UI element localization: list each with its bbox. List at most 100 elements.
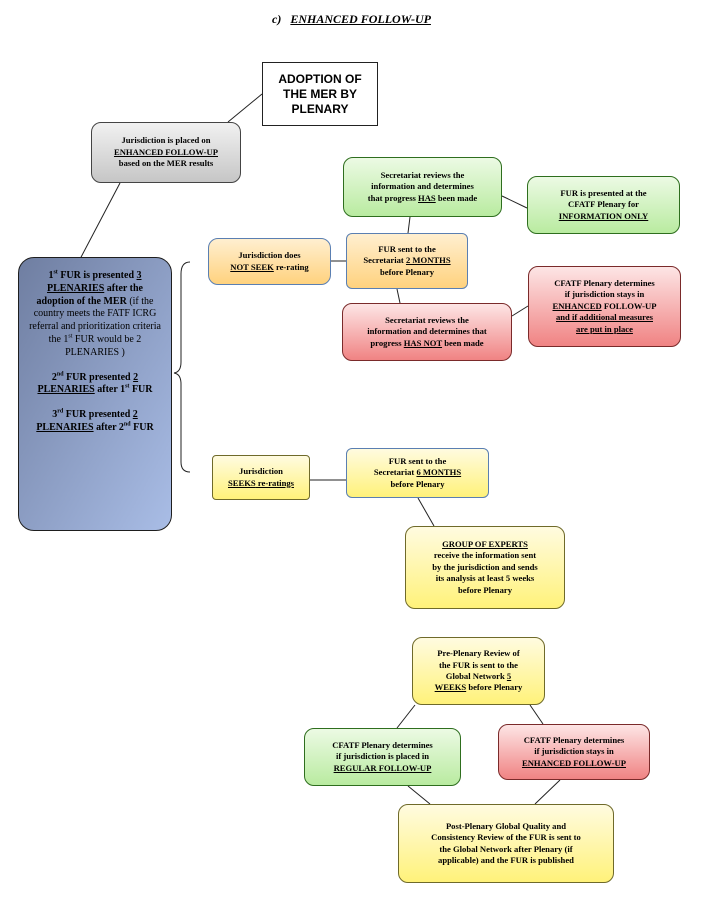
sent2-emph: 2 MONTHS — [405, 255, 451, 266]
line-has-sent2 — [407, 216, 411, 234]
progress-has-not-box: Secretariat reviews the information and … — [342, 303, 512, 361]
p2-after: after 1 — [94, 384, 126, 396]
experts-emph: GROUP OF EXPERTS — [442, 539, 528, 550]
info-emph: INFORMATION ONLY — [558, 210, 649, 221]
p1-note-end: FUR would be 2 PLENARIES ) — [65, 333, 142, 358]
line-pre-regular — [396, 704, 416, 729]
red-top-line1: CFATF Plenary determines — [554, 278, 655, 289]
p2-text: FUR presented — [63, 371, 134, 383]
line-sent2-hasnot — [396, 288, 401, 304]
p3-after: after 2 — [93, 421, 124, 433]
pre-line3a: Global Network — [445, 671, 507, 681]
p3-text: FUR presented — [63, 409, 133, 421]
line-stays-post — [534, 779, 561, 805]
has-line1: Secretariat reviews the — [380, 169, 465, 180]
pre-line2: the FUR is sent to the — [438, 659, 518, 670]
line-adoption-placed — [227, 93, 263, 123]
red-top-emph2: and if additional measures — [555, 312, 653, 323]
pre-line1: Pre-Plenary Review of — [437, 648, 520, 659]
seeks-rest: re-ratings — [255, 477, 294, 488]
line-hasnot-red — [511, 305, 529, 317]
experts-line4: its analysis at least 5 weeks — [435, 573, 535, 584]
p2-count: 2 — [133, 371, 139, 383]
information-only-box: FUR is presented at the CFATF Plenary fo… — [527, 176, 680, 234]
p2-plenaries: PLENARIES — [37, 384, 95, 396]
red-top-line2: if jurisdiction stays in — [564, 289, 645, 300]
info-line1: FUR is presented at the — [560, 187, 647, 198]
group-of-experts-box: GROUP OF EXPERTS receive the information… — [405, 526, 565, 609]
pre-line4b: before Plenary — [466, 682, 523, 693]
regular-line1: CFATF Plenary determines — [332, 739, 433, 750]
has-line3a: that progress — [367, 192, 419, 203]
stays-enhanced-box: CFATF Plenary determines if jurisdiction… — [498, 724, 650, 780]
experts-line2: receive the information sent — [433, 550, 537, 561]
sent6-line1: FUR sent to the — [388, 455, 447, 466]
has-line2: information and determines — [371, 181, 474, 192]
line-has-info — [501, 195, 528, 209]
sent2-line1: FUR sent to the — [378, 243, 436, 254]
sent-2-months-box: FUR sent to the Secretariat 2 MONTHS bef… — [346, 233, 468, 289]
stays-line1: CFATF Plenary determines — [523, 734, 625, 745]
p3-sup: rd — [57, 408, 64, 415]
fur-schedule-box: 1st FUR is presented 3 PLENARIES after t… — [18, 257, 172, 531]
p3-count: 2 — [132, 409, 138, 421]
not-seek-line1: Jurisdiction does — [238, 250, 301, 261]
post-line2: Consistency Review of the FUR is sent to — [431, 832, 581, 843]
sent6-emph: 6 MONTHS — [416, 467, 462, 478]
p1-plenaries: PLENARIES — [47, 282, 105, 294]
line-placed-schedule — [78, 182, 121, 262]
not-seek-box: Jurisdiction does NOT SEEK re-rating — [208, 238, 331, 285]
sent6-line3: before Plenary — [390, 478, 445, 489]
regular-emph: REGULAR FOLLOW-UP — [333, 762, 432, 773]
hasnot-emph: HAS NOT — [403, 337, 443, 348]
pre-emph2: WEEKS — [434, 682, 467, 693]
placed-line3: based on the MER results — [118, 158, 214, 169]
p2-sup: nd — [56, 371, 64, 378]
fur-schedule-p2: 2nd FUR presented 2 PLENARIES after 1st … — [29, 371, 161, 398]
p1-count: 3 — [136, 270, 142, 281]
hasnot-line2: information and determines that — [367, 326, 487, 337]
placed-emph: ENHANCED FOLLOW-UP — [113, 146, 218, 157]
experts-line3: by the jurisdiction and sends — [432, 561, 538, 572]
hasnot-line3a: progress — [370, 337, 404, 348]
has-emph: HAS — [418, 192, 436, 203]
adoption-line1: ADOPTION OF — [278, 71, 362, 86]
p3-plenaries: PLENARIES — [36, 421, 94, 433]
p2-end: FUR — [129, 384, 153, 396]
plenary-stays-measures-box: CFATF Plenary determines if jurisdiction… — [528, 266, 681, 347]
p1-note: (if the country meets the FATF ICRG refe… — [29, 295, 161, 345]
hasnot-line3b: been made — [442, 337, 484, 348]
fur-schedule-p1: 1st FUR is presented 3 PLENARIES after t… — [29, 270, 161, 360]
heading-prefix: c) — [272, 12, 282, 26]
page-heading: c) ENHANCED FOLLOW-UP — [0, 12, 703, 27]
regular-follow-up-box: CFATF Plenary determines if jurisdiction… — [304, 728, 461, 786]
adoption-line3: PLENARY — [291, 101, 349, 116]
post-line3b: Plenary (if — [531, 843, 573, 854]
info-line2: CFATF Plenary for — [568, 199, 639, 210]
p1-after: after the adoption of the MER — [36, 282, 143, 307]
line-sent6-experts — [417, 497, 435, 527]
p1-num: 1 — [48, 270, 54, 281]
regular-line2: if jurisdiction is placed in — [335, 751, 430, 762]
hasnot-line1: Secretariat reviews the — [385, 314, 469, 325]
post-line3a: the Global Network after — [439, 843, 532, 854]
sent2-line2a: Secretariat — [363, 255, 406, 266]
experts-line5: before Plenary — [457, 584, 512, 595]
p3-end: FUR — [130, 421, 154, 433]
not-seek-emph: NOT SEEK — [230, 261, 274, 272]
p3-num: 3 — [52, 409, 58, 421]
p2-after-sup: st — [125, 384, 130, 391]
adoption-box: ADOPTION OF THE MER BY PLENARY — [262, 62, 378, 126]
pre-emph1: 5 — [506, 671, 512, 681]
stays-line2: if jurisdiction stays in — [534, 746, 614, 757]
p1-text: FUR is presented — [57, 270, 137, 281]
post-plenary-review-box: Post-Plenary Global Quality and Consiste… — [398, 804, 614, 883]
sent2-line3: before Plenary — [379, 266, 434, 277]
adoption-line2: THE MER BY — [282, 86, 357, 101]
post-line4: applicable) and the FUR is published — [438, 854, 574, 865]
placed-box: Jurisdiction is placed on ENHANCED FOLLO… — [91, 122, 241, 183]
p1-sup: st — [53, 269, 58, 276]
has-line3b: been made — [435, 192, 478, 203]
placed-line1: Jurisdiction is placed on — [121, 135, 211, 146]
